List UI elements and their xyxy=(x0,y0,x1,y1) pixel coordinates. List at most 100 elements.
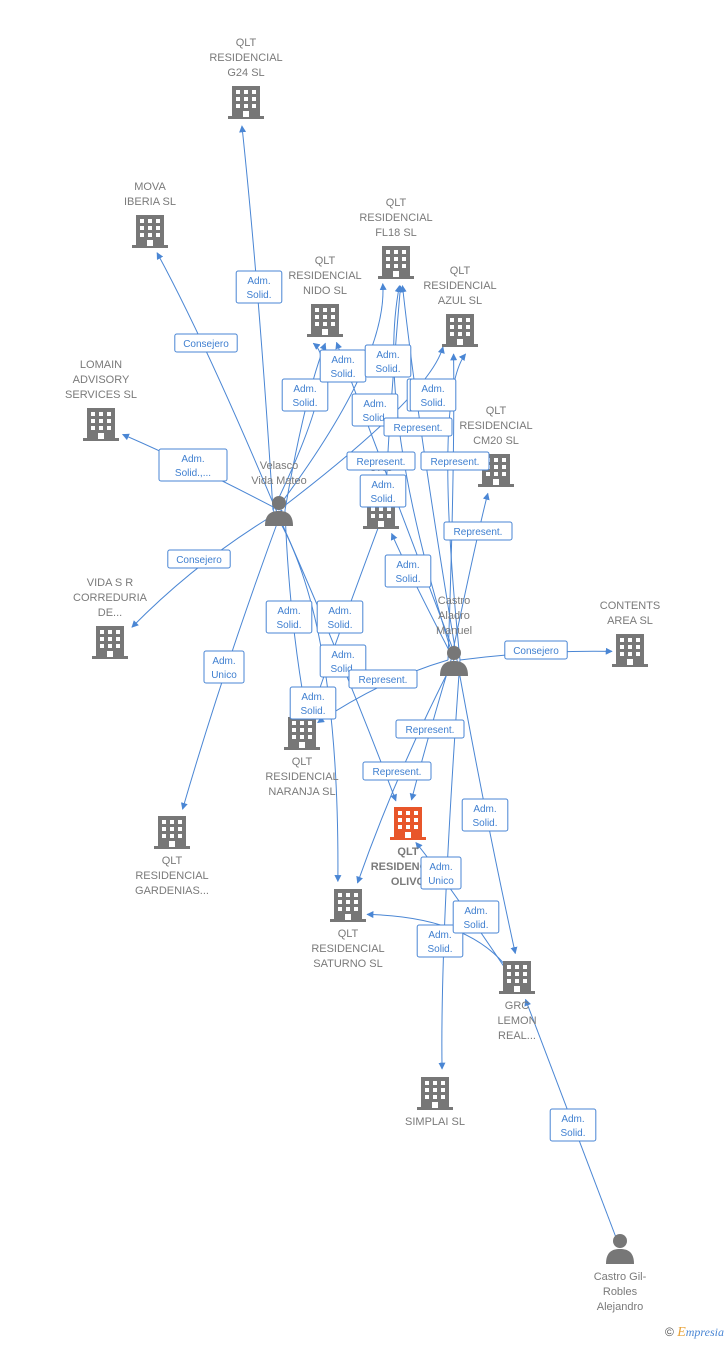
edge-label[interactable]: Adm. Solid. xyxy=(359,474,407,508)
edge-label-text: Solid. xyxy=(327,620,352,631)
edge-label[interactable]: Represent. xyxy=(383,417,453,437)
brand-rest: mpresia xyxy=(685,1325,724,1339)
edge-label-text: Adm. xyxy=(421,384,444,395)
edge-label-text: Solid. xyxy=(292,398,317,409)
edge-label[interactable]: Represent. xyxy=(346,451,416,471)
edge-label[interactable]: Represent. xyxy=(443,521,513,541)
node-label-line: DE... xyxy=(98,607,122,619)
edge-label-box xyxy=(265,600,313,634)
node-label-line: NIDO SL xyxy=(303,285,347,297)
edge-label-text: Solid. xyxy=(246,290,271,301)
edge-label-text: Adm. xyxy=(328,606,351,617)
edge-label[interactable]: Adm. Solid. xyxy=(316,600,364,634)
edge-label[interactable]: Adm.Solid.,... xyxy=(158,448,228,482)
edge-label[interactable]: Consejero xyxy=(174,333,238,353)
node-label-line: QLT xyxy=(292,756,313,768)
node-label-line: Castro Gil- xyxy=(594,1271,647,1283)
edge-label[interactable]: Adm.Unico xyxy=(420,856,462,890)
node-label-line: QLT xyxy=(397,846,418,858)
edge-label-text: Represent. xyxy=(431,457,480,468)
edge-label-text: Solid. xyxy=(370,494,395,505)
edge-label-box xyxy=(359,474,407,508)
edge-labels-layer: Adm.Solid.ConsejeroAdm.Solid.,...Conseje… xyxy=(158,270,597,1142)
edge-label[interactable]: Adm.Solid. xyxy=(364,344,412,378)
edge-label[interactable]: Adm. Solid. xyxy=(235,270,283,304)
edge-label[interactable]: Adm.Solid. xyxy=(265,600,313,634)
edge-label-text: Represent. xyxy=(454,527,503,538)
edge-label[interactable]: Adm.Solid. xyxy=(461,798,509,832)
edge-label-box xyxy=(174,333,238,353)
edge-label[interactable]: Adm.Solid. xyxy=(289,686,337,720)
node-label-line: QLT xyxy=(338,928,359,940)
node-contents[interactable]: CONTENTS AREA SL xyxy=(600,600,661,667)
node-vida[interactable]: VIDA S RCORREDURIADE... xyxy=(73,577,148,659)
edge-label-box xyxy=(504,640,568,660)
edge-label[interactable]: Adm.Solid. xyxy=(319,349,367,383)
edge-label[interactable]: Adm.Solid. xyxy=(319,644,367,678)
node-simplai[interactable]: SIMPLAI SL xyxy=(405,1077,465,1128)
node-label-line: FL18 SL xyxy=(375,227,417,239)
node-label-line: QLT xyxy=(450,265,471,277)
edge-label[interactable]: Represent. xyxy=(420,451,490,471)
node-label-line: RESIDENCIAL xyxy=(423,280,496,292)
building-icon xyxy=(228,86,264,119)
edge-label-box xyxy=(383,417,453,437)
edge-label-box xyxy=(420,451,490,471)
edge-label-text: Adm. xyxy=(428,930,451,941)
edge-velasco-g24 xyxy=(239,125,274,511)
node-label-line: RESIDENCIAL xyxy=(135,870,208,882)
edge-label[interactable]: Adm.Solid. xyxy=(549,1108,597,1142)
node-label-line: CONTENTS xyxy=(600,600,661,612)
node-label-line: OLIVO xyxy=(391,876,426,888)
node-label-line: AREA SL xyxy=(607,615,653,627)
edge-label[interactable]: Represent. xyxy=(395,719,465,739)
edge-label-text: Represent. xyxy=(359,675,408,686)
node-gardenias[interactable]: QLTRESIDENCIALGARDENIAS... xyxy=(135,816,209,897)
node-label-line: RESIDENCIAL xyxy=(311,943,384,955)
edge-label-text: Adm. xyxy=(247,276,270,287)
building-icon xyxy=(154,816,190,849)
edge-label[interactable]: Adm.Solid. xyxy=(409,378,457,412)
node-label-line: VIDA S R xyxy=(87,577,134,589)
edge-label[interactable]: Represent. xyxy=(362,761,432,781)
building-icon xyxy=(499,961,535,994)
building-icon xyxy=(612,634,648,667)
edge-label-text: Adm. xyxy=(181,454,204,465)
edge-label-box xyxy=(461,798,509,832)
edge-label[interactable]: Adm.Solid. xyxy=(384,554,432,588)
edge-velasco-mova xyxy=(156,252,277,511)
edge-label[interactable]: Consejero xyxy=(504,640,568,660)
edge-label[interactable]: Represent. xyxy=(348,669,418,689)
edge-label-text: Adm. xyxy=(473,804,496,815)
node-label-line: Vida Mateo xyxy=(251,475,306,487)
node-lemon[interactable]: GRCLEMONREAL... xyxy=(497,961,537,1042)
edge-label[interactable]: Consejero xyxy=(167,549,231,569)
node-label-line: RESIDENCIAL xyxy=(288,270,361,282)
node-label-line: ADVISORY xyxy=(73,374,130,386)
node-label-line: LOMAIN xyxy=(80,359,122,371)
edge-label-text: Consejero xyxy=(513,646,559,657)
edge-label-box xyxy=(281,378,329,412)
edge-label[interactable]: Adm.Solid. xyxy=(452,900,500,934)
edge-label-text: Adm. xyxy=(371,480,394,491)
edge-label[interactable]: Adm.Solid. xyxy=(416,924,464,958)
edge-label[interactable]: Adm.Unico xyxy=(203,650,245,684)
building-icon xyxy=(132,215,168,248)
edge-label[interactable]: Adm.Solid. xyxy=(281,378,329,412)
node-label-line: G24 SL xyxy=(227,67,264,79)
node-label-line: Alejandro xyxy=(597,1301,643,1313)
node-label-line: Aladro xyxy=(438,610,470,622)
